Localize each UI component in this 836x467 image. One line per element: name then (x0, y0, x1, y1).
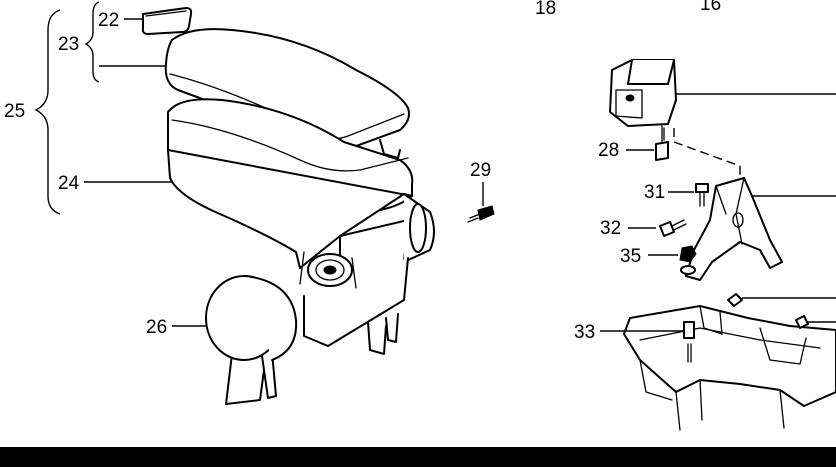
part-22-cap (141, 7, 193, 35)
part-28-screw (655, 125, 669, 161)
part-24-console-body (167, 98, 435, 355)
part-bracket-upper (609, 59, 836, 127)
callout-22: 22 (98, 10, 119, 31)
callout-18: 18 (535, 0, 556, 19)
callout-26: 26 (146, 317, 167, 338)
callout-24: 24 (58, 173, 80, 194)
bottom-bar (0, 447, 836, 467)
callout-25: 25 (4, 101, 25, 122)
part-35-nut (679, 245, 697, 275)
part-bracket-lower (685, 177, 836, 281)
part-frame-bottom (623, 293, 836, 431)
brace-25 (34, 9, 61, 215)
callout-29: 29 (470, 160, 491, 181)
part-31-bolt (695, 183, 709, 207)
callout-35: 35 (620, 246, 641, 267)
brace-23 (84, 1, 100, 83)
callout-28: 28 (598, 140, 619, 161)
callout-16: 16 (700, 0, 721, 15)
dash-connector (673, 128, 741, 180)
callout-31: 31 (644, 182, 665, 203)
part-29-screw (467, 205, 495, 223)
part-33-bolt (683, 321, 695, 363)
part-26-round-cover (205, 275, 298, 405)
part-32-bolt (659, 219, 687, 237)
callout-32: 32 (600, 218, 621, 239)
callout-23: 23 (58, 34, 79, 55)
callout-33: 33 (574, 322, 595, 343)
